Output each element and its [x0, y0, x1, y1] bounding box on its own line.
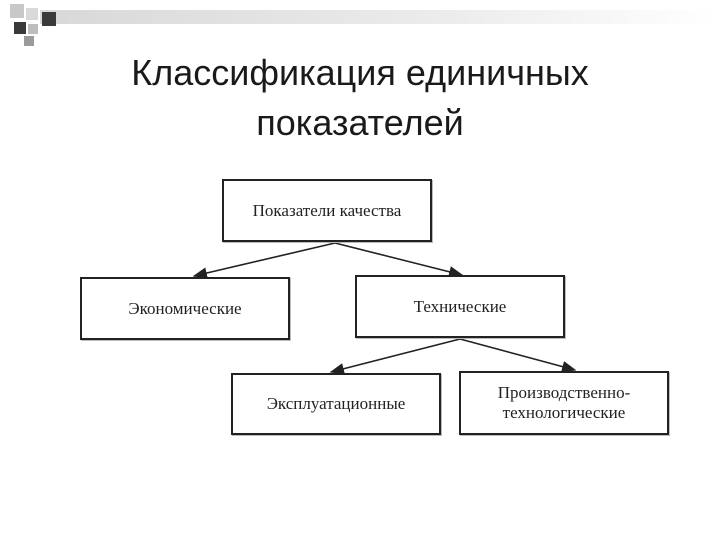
- decoration-square: [26, 8, 38, 20]
- arrow-root-to-technical: [334, 242, 464, 278]
- page-title: Классификация единичных показателей: [60, 48, 660, 148]
- box-technical: Технические: [355, 275, 565, 338]
- header-gradient-bar: [40, 10, 720, 24]
- arrow-technical-to-production: [459, 338, 577, 373]
- arrow-technical-to-operational: [329, 338, 461, 375]
- box-production-technological: Производственно- технологические: [459, 371, 669, 435]
- box-quality-indicators: Показатели качества: [222, 179, 432, 242]
- decoration-square: [28, 24, 38, 34]
- decoration-square: [24, 36, 34, 46]
- box-production-line-2: технологические: [502, 403, 626, 422]
- slide-corner-decoration: [0, 0, 720, 50]
- page-title-line-1: Классификация единичных: [131, 52, 589, 93]
- arrow-root-to-economic: [192, 242, 336, 279]
- box-technical-label: Технические: [413, 296, 507, 316]
- page-title-line-2: показателей: [256, 102, 464, 143]
- box-quality-indicators-label: Показатели качества: [252, 200, 402, 220]
- decoration-square: [14, 22, 26, 34]
- box-economic-label: Экономические: [128, 298, 242, 318]
- decoration-square: [10, 4, 24, 18]
- box-operational-label: Эксплуатационные: [266, 394, 406, 413]
- box-operational: Эксплуатационные: [231, 373, 441, 435]
- decoration-square: [42, 12, 56, 26]
- box-economic: Экономические: [80, 277, 290, 340]
- box-production-line-1: Производственно-: [497, 383, 631, 402]
